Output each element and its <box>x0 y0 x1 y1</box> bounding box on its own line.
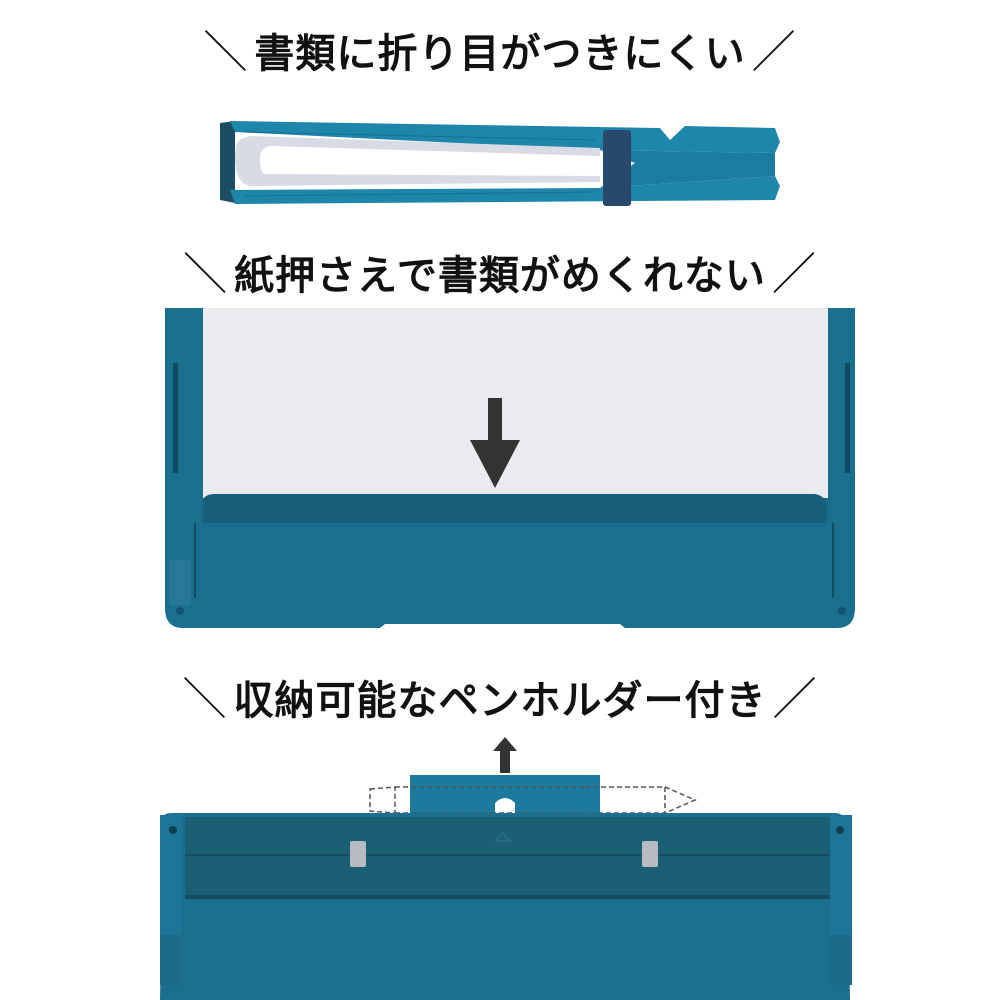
slash-right: ／ <box>751 27 797 78</box>
heading-fold-resistant: ＼書類に折り目がつきにくい／ <box>0 28 1000 79</box>
side-view-image <box>215 118 790 206</box>
slash-right: ／ <box>771 249 817 300</box>
slash-left: ＼ <box>182 674 228 725</box>
elastic-band <box>603 130 631 206</box>
pen-holder-image <box>155 775 855 1000</box>
heading-text: 収納可能なペンホルダー付き <box>233 678 767 724</box>
slash-right: ／ <box>772 674 818 725</box>
heading-text: 紙押さえで書類がめくれない <box>234 253 766 299</box>
slash-left: ＼ <box>203 27 249 78</box>
paper-holder-image <box>165 308 855 636</box>
slash-left: ＼ <box>183 249 229 300</box>
down-arrow-icon <box>470 398 520 488</box>
up-arrow-icon <box>493 737 517 773</box>
heading-text: 書類に折り目がつきにくい <box>254 31 746 77</box>
heading-pen-holder: ＼収納可能なペンホルダー付き／ <box>0 675 1000 726</box>
heading-paper-holder: ＼紙押さえで書類がめくれない／ <box>0 250 1000 301</box>
